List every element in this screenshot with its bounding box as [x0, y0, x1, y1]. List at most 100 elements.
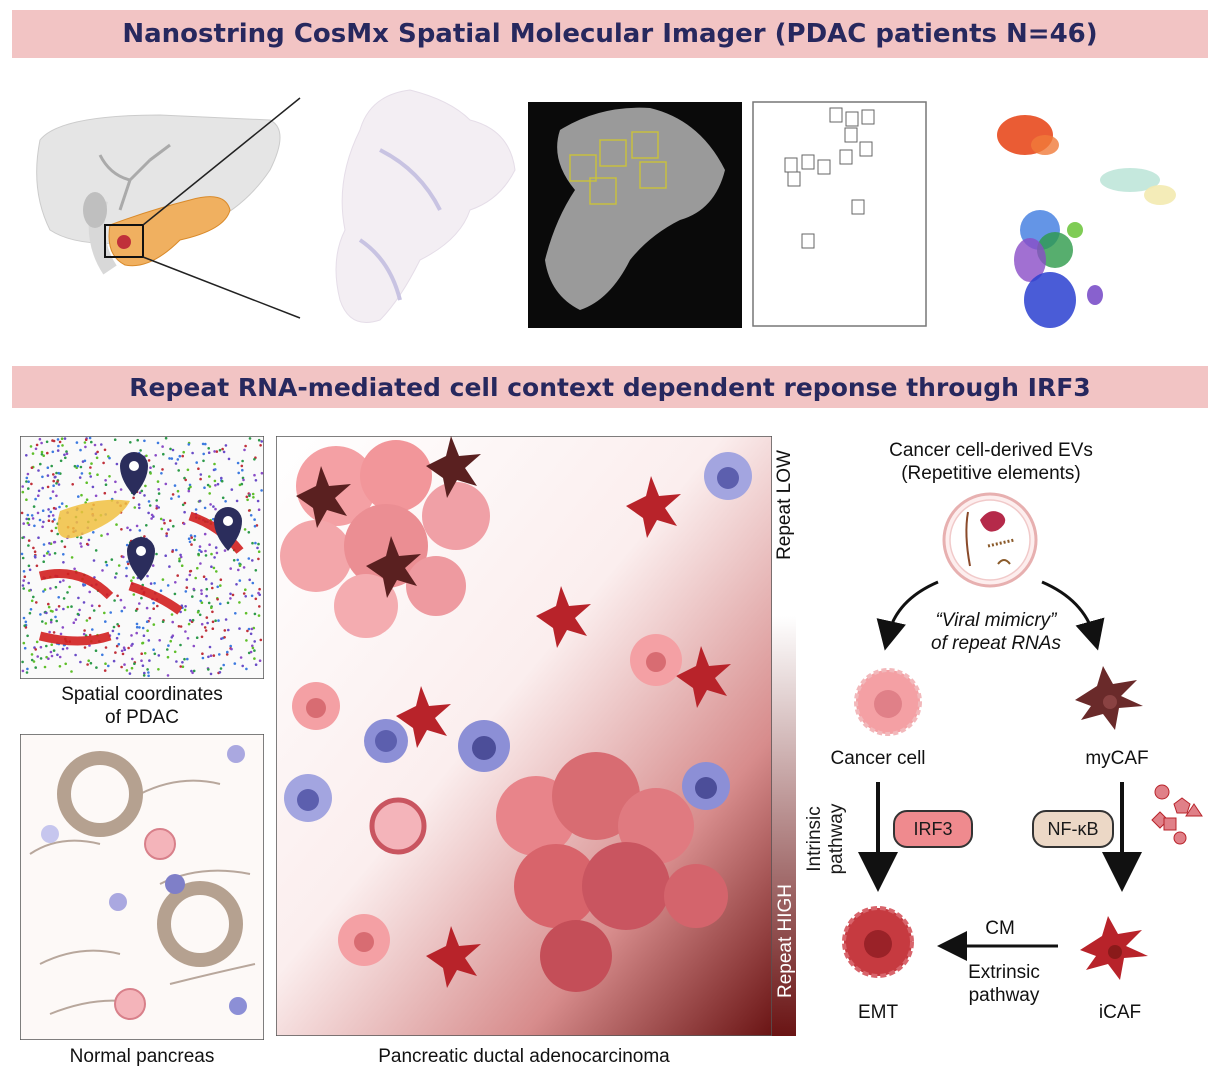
transcript-dot [185, 578, 189, 581]
transcript-dot [66, 591, 69, 594]
transcript-dot [88, 590, 91, 594]
transcript-dot [96, 473, 99, 476]
transcript-dot [211, 620, 215, 624]
transcript-dot [115, 572, 118, 575]
transcript-dot [31, 452, 35, 455]
transcript-dot [199, 473, 203, 476]
transcript-dot [206, 483, 210, 487]
transcript-dot [224, 618, 228, 621]
transcript-dot [216, 482, 220, 486]
transcript-dot [52, 479, 55, 483]
transcript-dot [250, 627, 254, 631]
transcript-dot [53, 540, 57, 544]
transcript-dot [188, 619, 192, 622]
transcript-dot [198, 499, 201, 503]
transcript-dot [197, 552, 200, 556]
transcript-dot [200, 550, 203, 553]
evs-label-line1: Cancer cell-derived EVs [889, 440, 1093, 461]
transcript-dot [242, 592, 246, 595]
transcript-dot [90, 440, 93, 444]
transcript-dot [243, 448, 246, 452]
transcript-dot [183, 657, 186, 661]
transcript-dot [257, 614, 261, 617]
transcript-dot [253, 612, 257, 616]
transcript-dot [106, 532, 109, 536]
transcript-dot [115, 644, 119, 648]
transcript-dot [152, 465, 155, 468]
transcript-dot [52, 506, 56, 510]
transcript-dot [199, 477, 202, 481]
transcript-dot [87, 659, 90, 662]
transcript-dot [34, 497, 37, 501]
transcript-dot [121, 652, 125, 656]
transcript-dot [21, 660, 24, 664]
transcript-dot [55, 619, 58, 623]
transcript-dot [114, 651, 117, 654]
transcript-dot [173, 484, 177, 487]
transcript-dot [21, 584, 25, 587]
transcript-dot [64, 662, 67, 666]
transcript-dot [147, 671, 150, 674]
transcript-dot [21, 669, 25, 673]
transcript-dot [37, 469, 40, 472]
transcript-dot [252, 496, 255, 499]
transcript-dot [32, 546, 35, 550]
transcript-dot [120, 649, 124, 653]
transcript-dot [25, 517, 28, 521]
transcript-dot [42, 554, 46, 558]
transcript-dot [204, 577, 208, 581]
transcript-dot [58, 440, 62, 444]
organ-illustration [36, 97, 301, 319]
transcript-dot [76, 612, 80, 616]
transcript-dot [70, 605, 73, 608]
transcript-dot [50, 643, 53, 646]
transcript-dot [205, 587, 209, 591]
transcript-dot [251, 541, 254, 545]
transcript-dot [171, 550, 174, 553]
transcript-dot [130, 579, 133, 582]
cm-label: CM [985, 918, 1015, 939]
transcript-dot [177, 625, 181, 628]
transcript-dot [143, 494, 146, 497]
transcript-dot [161, 468, 164, 471]
workflow-row [36, 89, 1176, 328]
transcript-dot [169, 519, 172, 522]
transcript-dot [210, 606, 213, 609]
transcript-dot [227, 628, 230, 632]
transcript-dot [257, 438, 261, 442]
extrinsic-pathway-label: Extrinsic pathway [944, 962, 1064, 1008]
transcript-dot [61, 626, 65, 629]
transcript-dot [251, 559, 254, 562]
transcript-dot [138, 602, 141, 605]
transcript-dot [127, 646, 130, 650]
cancer-cell-label: Cancer cell [830, 748, 926, 769]
transcript-dot [179, 643, 182, 647]
transcript-dot [257, 508, 261, 511]
transcript-dot [122, 646, 126, 649]
transcript-dot [148, 659, 151, 662]
transcript-dot [211, 610, 214, 614]
transcript-dot [59, 459, 63, 463]
transcript-dot [148, 504, 152, 507]
transcript-dot [205, 616, 209, 619]
transcript-dot [195, 636, 199, 639]
transcript-dot [41, 486, 44, 490]
cancer-cell-icon [854, 668, 922, 736]
transcript-dot [171, 448, 175, 452]
transcript-dot [77, 596, 80, 600]
transcript-dot [159, 589, 163, 592]
transcript-dot [79, 542, 82, 545]
transcript-dot [240, 482, 244, 486]
transcript-dot [226, 601, 230, 605]
transcript-dot [149, 582, 153, 585]
transcript-dot [155, 552, 158, 556]
transcript-dot [182, 522, 186, 526]
transcript-dot [248, 578, 251, 582]
transcript-dot [37, 536, 40, 539]
transcript-dot [190, 536, 193, 539]
cytokine-icons [1151, 784, 1203, 845]
transcript-dot [51, 450, 55, 454]
transcript-dot [161, 578, 165, 581]
transcript-dot [238, 627, 241, 630]
transcript-dot [83, 583, 87, 587]
